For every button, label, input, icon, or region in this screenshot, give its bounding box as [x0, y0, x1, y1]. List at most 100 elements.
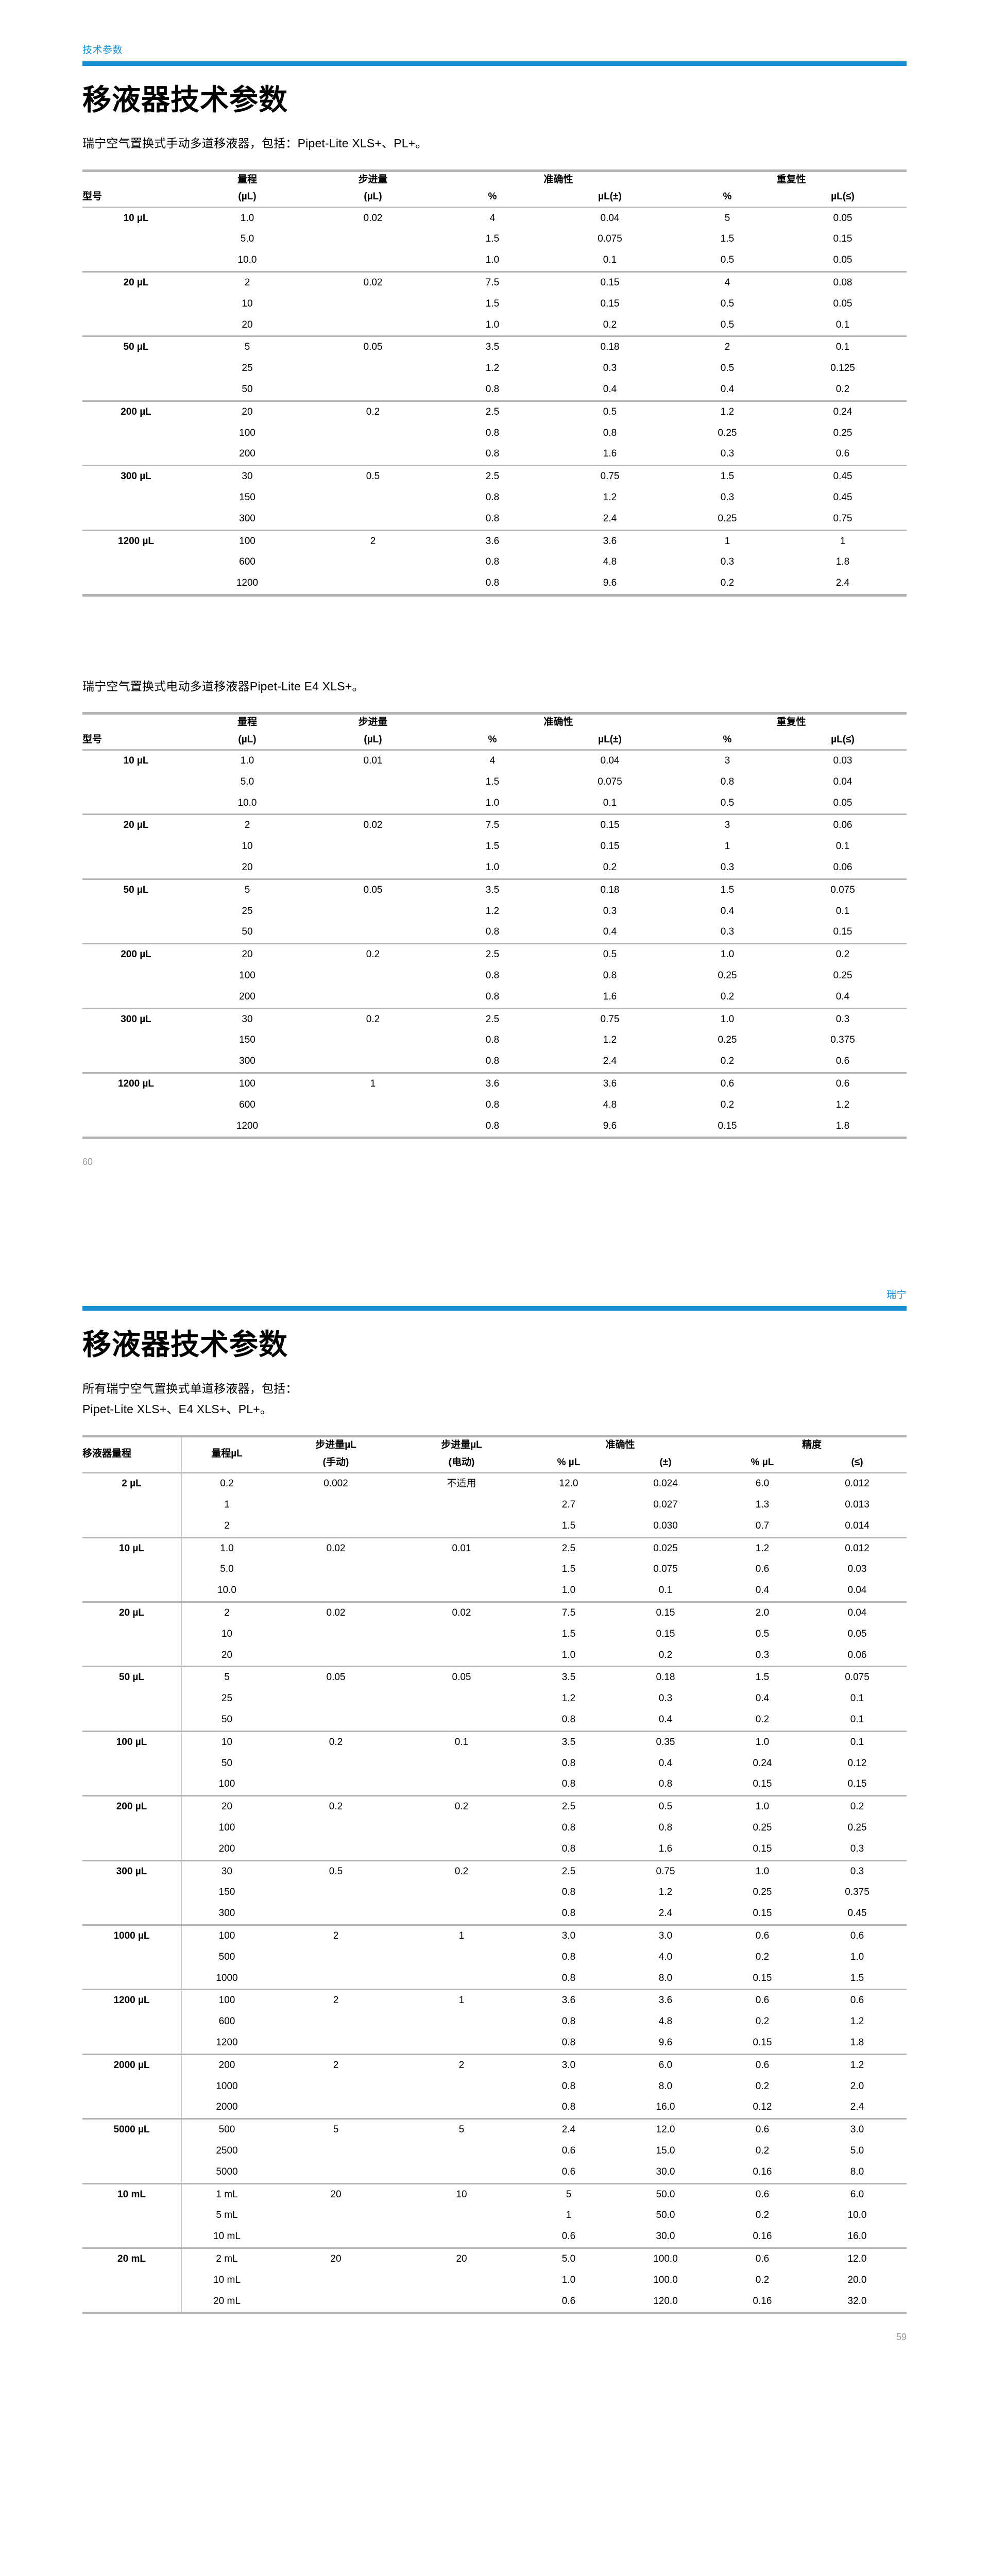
cell-accuracy-ul: 4.8 [658, 2016, 673, 2027]
cell-model: 10 mL [117, 2189, 146, 2200]
cell-precision-pct: 0.4 [755, 1585, 770, 1596]
cell-step-manual [272, 1709, 400, 1731]
cell-precision-pct: 0.3 [720, 556, 735, 568]
cell-step-electric: 10 [456, 2189, 467, 2200]
cell-range: 100 [239, 427, 255, 438]
cell-accuracy-ul: 0.15 [600, 298, 620, 309]
cell-accuracy-pct: 2.5 [561, 1543, 576, 1554]
cell-precision-pct: 0.15 [753, 2037, 772, 2048]
th-precision: 重复性 [776, 717, 806, 728]
th-accuracy-pct: % [488, 734, 497, 745]
table-header-row: 型号 量程 步进量 准确性 重复性 [82, 171, 907, 202]
cell-model [82, 2011, 181, 2032]
cell-accuracy-pct: 1.5 [485, 841, 500, 852]
cell-step-electric [400, 2032, 523, 2054]
cell-model [82, 2076, 181, 2097]
th-accuracy-pct: % µL [557, 1456, 581, 1468]
cell-accuracy-pct: 1.0 [561, 2274, 576, 2285]
cell-range: 5.0 [240, 233, 254, 245]
cell-step [305, 987, 441, 1008]
th-range: 量程 [237, 174, 257, 185]
cell-accuracy-pct: 3.5 [561, 1736, 576, 1748]
cell-model [82, 987, 190, 1008]
cell-precision-pct: 2 [724, 342, 730, 353]
cell-precision-ul: 0.05 [833, 212, 852, 224]
cell-accuracy-pct: 1.0 [485, 862, 500, 873]
cell-model: 300 µL [121, 471, 151, 482]
cell-accuracy-ul: 2.4 [658, 1908, 673, 1919]
cell-accuracy-pct: 0.8 [485, 991, 500, 1002]
cell-accuracy-ul: 0.5 [603, 949, 617, 960]
cell-model [82, 250, 190, 272]
cell-step-manual: 0.05 [326, 1672, 346, 1683]
cell-precision-pct: 0.2 [720, 991, 735, 1002]
cell-step [305, 250, 441, 272]
cell-precision-pct: 0.3 [720, 862, 735, 873]
cell-precision-ul: 0.25 [847, 1822, 867, 1833]
cell-accuracy-ul: 4.0 [658, 1951, 673, 1962]
cell-step: 0.2 [366, 949, 380, 960]
th-range-unit: (µL) [238, 191, 257, 202]
cell-precision-pct: 0.16 [753, 2295, 772, 2307]
cell-accuracy-pct: 0.8 [561, 2016, 576, 2027]
cell-precision-pct: 0.5 [720, 363, 735, 374]
cell-accuracy-pct: 1.2 [561, 1693, 576, 1704]
cell-model [82, 857, 190, 879]
th-range: 量程µL [181, 1436, 272, 1473]
th-step: 步进量 [358, 717, 388, 728]
th-accuracy-pct: % [488, 191, 497, 202]
th-range: 量程 [237, 717, 257, 728]
cell-precision-pct: 0.2 [720, 1099, 735, 1110]
cell-accuracy-ul: 0.3 [603, 905, 617, 917]
cell-precision-ul: 0.75 [833, 513, 852, 524]
cell-model: 10 µL [119, 1543, 144, 1554]
page-number: 60 [82, 1157, 93, 1167]
cell-accuracy-pct: 3.0 [561, 1930, 576, 1941]
cell-range: 10 [242, 841, 253, 852]
cell-precision-ul: 6.0 [850, 2189, 864, 2200]
cell-step-manual [272, 1968, 400, 1990]
cell-step [305, 857, 441, 879]
cell-precision-pct: 0.16 [753, 2231, 772, 2242]
cell-range: 5 [244, 884, 250, 895]
cell-precision-pct: 0.25 [718, 513, 737, 524]
cell-step-electric: 20 [456, 2253, 467, 2264]
cell-accuracy-ul: 12.0 [656, 2124, 675, 2136]
th-step-manual: 步进量µL [315, 1439, 356, 1451]
cell-precision-ul: 0.6 [850, 1930, 864, 1941]
cell-accuracy-pct: 1.0 [485, 797, 500, 808]
cell-precision-pct: 2.0 [755, 1607, 770, 1619]
cell-accuracy-ul: 0.075 [598, 233, 622, 245]
cell-model [82, 1645, 181, 1667]
cell-model: 1200 µL [113, 1995, 150, 2006]
cell-model [82, 1968, 181, 1990]
cell-range: 10 [242, 298, 253, 309]
cell-model [82, 1839, 181, 1860]
cell-precision-ul: 0.2 [850, 1801, 864, 1812]
cell-model [82, 2097, 181, 2119]
cell-accuracy-ul: 9.6 [603, 1120, 617, 1131]
cell-accuracy-ul: 0.15 [600, 820, 620, 831]
cell-accuracy-pct: 5.0 [561, 2253, 576, 2264]
cell-range: 1.0 [240, 212, 254, 224]
cell-step-electric [400, 2205, 523, 2226]
cell-step [305, 1116, 441, 1138]
cell-precision-ul: 0.15 [833, 233, 852, 245]
th-step: 步进量 [358, 174, 388, 185]
cell-accuracy-pct: 5 [566, 2189, 572, 2200]
cell-accuracy-ul: 0.75 [656, 1866, 675, 1877]
cell-precision-pct: 0.25 [753, 1887, 772, 1898]
